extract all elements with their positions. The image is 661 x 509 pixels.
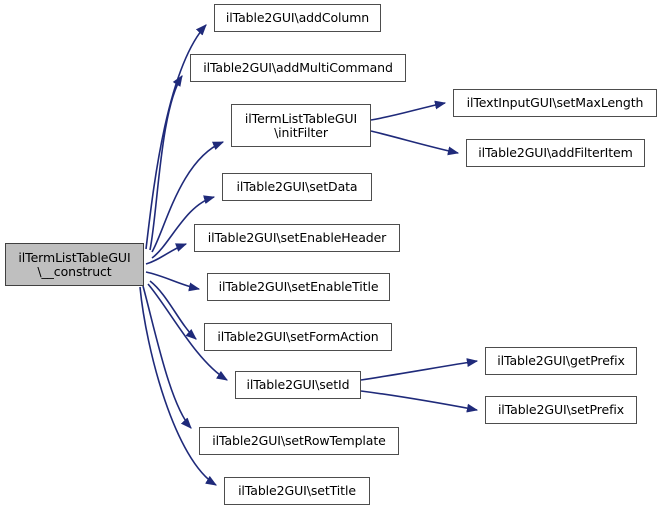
node-setData[interactable]: ilTable2GUI\setData (222, 173, 372, 201)
node-initFilter[interactable]: ilTermListTableGUI \initFilter (231, 104, 371, 147)
edge-construct-to-setFormAction (149, 280, 197, 340)
edge-initFilter-to-setMaxLength (370, 100, 447, 121)
node-setId[interactable]: ilTable2GUI\setId (235, 371, 361, 399)
edge-construct-to-setRowTemplate (142, 285, 192, 429)
node-addColumn[interactable]: ilTable2GUI\addColumn (214, 4, 381, 32)
node-getPrefix[interactable]: ilTable2GUI\getPrefix (485, 347, 637, 375)
node-setTitle[interactable]: ilTable2GUI\setTitle (224, 477, 370, 505)
edge-initFilter-to-addFilterItem (370, 130, 460, 156)
node-setEnableTitle[interactable]: ilTable2GUI\setEnableTitle (207, 273, 390, 301)
edge-construct-to-setEnableTitle (145, 271, 201, 292)
edge-construct-to-addMultiCommand (149, 75, 183, 251)
edge-construct-to-setEnableHeader (145, 243, 188, 265)
node-addMultiCommand[interactable]: ilTable2GUI\addMultiCommand (190, 54, 406, 82)
node-setFormAction[interactable]: ilTable2GUI\setFormAction (204, 323, 392, 351)
edge-construct-to-setTitle (139, 286, 217, 486)
node-addFilterItem[interactable]: ilTable2GUI\addFilterItem (466, 139, 645, 167)
node-setPrefix[interactable]: ilTable2GUI\setPrefix (485, 396, 637, 424)
edge-setId-to-setPrefix (360, 390, 479, 413)
node-setEnableHeader[interactable]: ilTable2GUI\setEnableHeader (194, 224, 400, 252)
edge-setId-to-getPrefix (360, 358, 479, 381)
node-setMaxLength[interactable]: ilTextInputGUI\setMaxLength (453, 89, 657, 117)
node-construct[interactable]: ilTermListTableGUI \__construct (5, 243, 144, 286)
node-setRowTemplate[interactable]: ilTable2GUI\setRowTemplate (199, 427, 399, 455)
